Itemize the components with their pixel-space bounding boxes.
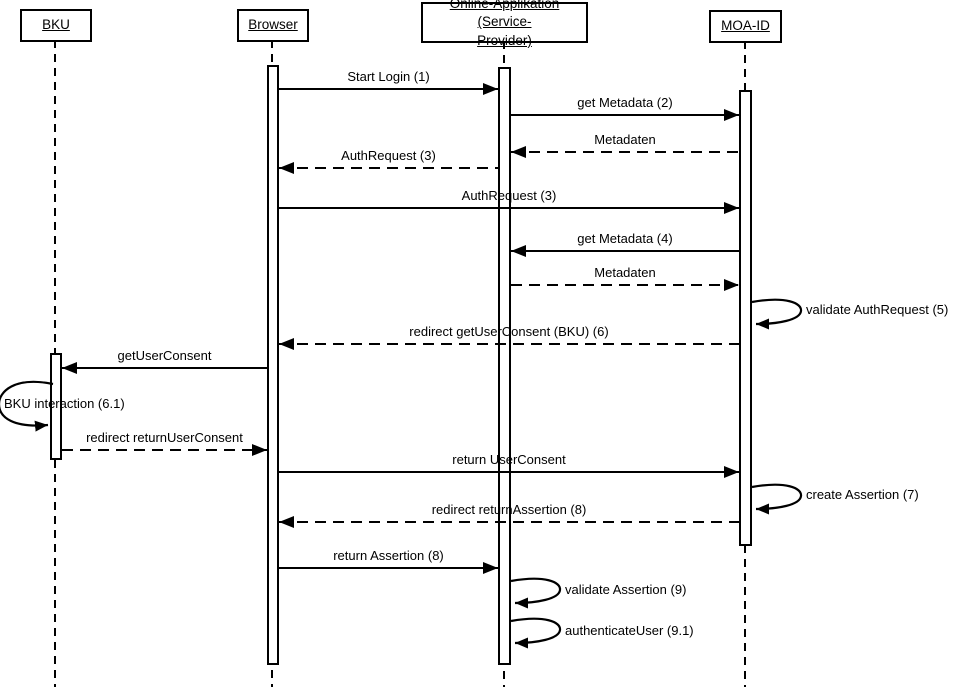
message-label: Metadaten [594, 132, 656, 147]
arrowhead-icon [511, 245, 526, 257]
message-arrow [511, 151, 739, 153]
activation-bar [50, 353, 62, 460]
message-arrow [279, 521, 739, 523]
message-arrow [279, 167, 498, 169]
actor-box: Browser [237, 9, 309, 42]
arrowhead-icon [724, 202, 739, 214]
arrowhead-icon [279, 338, 294, 350]
activation-bar [267, 65, 279, 665]
actor-label: Online-Applikation (Service- Provider) [449, 0, 560, 48]
message-label: get Metadata (2) [577, 95, 673, 110]
message-label: redirect getUserConsent (BKU) (6) [409, 324, 609, 339]
arrowhead-icon [62, 362, 77, 374]
message-arrow [279, 471, 739, 473]
actor-label: BKU [42, 17, 70, 33]
self-message-label: create Assertion (7) [806, 487, 919, 502]
self-message-loop [751, 483, 803, 515]
message-label: Metadaten [594, 265, 656, 280]
self-message-label: authenticateUser (9.1) [565, 623, 694, 638]
message-label: Start Login (1) [347, 69, 430, 84]
self-message-label: validate Assertion (9) [565, 582, 687, 597]
message-arrow [279, 88, 498, 90]
arrowhead-icon [252, 444, 267, 456]
message-arrow [279, 207, 739, 209]
arrowhead-icon [279, 162, 294, 174]
message-label: return UserConsent [452, 452, 566, 467]
arrowhead-icon [511, 146, 526, 158]
message-label: AuthRequest (3) [461, 188, 557, 203]
self-message-loop [0, 380, 54, 432]
arrowhead-icon [483, 562, 498, 574]
actor-box: Online-Applikation (Service- Provider) [421, 0, 588, 48]
self-message-loop [510, 617, 562, 649]
arrowhead-icon [724, 109, 739, 121]
arrowhead-icon [724, 279, 739, 291]
actor-label: Browser [248, 17, 298, 33]
actor-label: MOA-ID [721, 18, 770, 34]
self-message-loop [751, 298, 803, 330]
arrowhead-icon [483, 83, 498, 95]
message-label: get Metadata (4) [577, 231, 673, 246]
actor-box: MOA-ID [709, 10, 782, 43]
message-label: redirect returnUserConsent [86, 430, 243, 445]
message-label: return Assertion (8) [333, 548, 444, 563]
message-arrow [62, 367, 267, 369]
self-message-label: validate AuthRequest (5) [806, 302, 949, 317]
message-arrow [511, 284, 739, 286]
message-arrow [62, 449, 267, 451]
activation-bar [498, 67, 511, 665]
message-arrow [279, 567, 498, 569]
arrowhead-icon [279, 516, 294, 528]
activation-bar [739, 90, 752, 546]
message-arrow [511, 114, 739, 116]
self-message-label: BKU interaction (6.1) [4, 396, 125, 411]
message-label: redirect returnAssertion (8) [431, 502, 587, 517]
message-arrow [279, 343, 739, 345]
arrowhead-icon [724, 466, 739, 478]
self-message-loop [510, 577, 562, 609]
actor-box: BKU [20, 9, 92, 42]
message-label: AuthRequest (3) [341, 148, 436, 163]
message-arrow [511, 250, 739, 252]
message-label: getUserConsent [117, 348, 212, 363]
